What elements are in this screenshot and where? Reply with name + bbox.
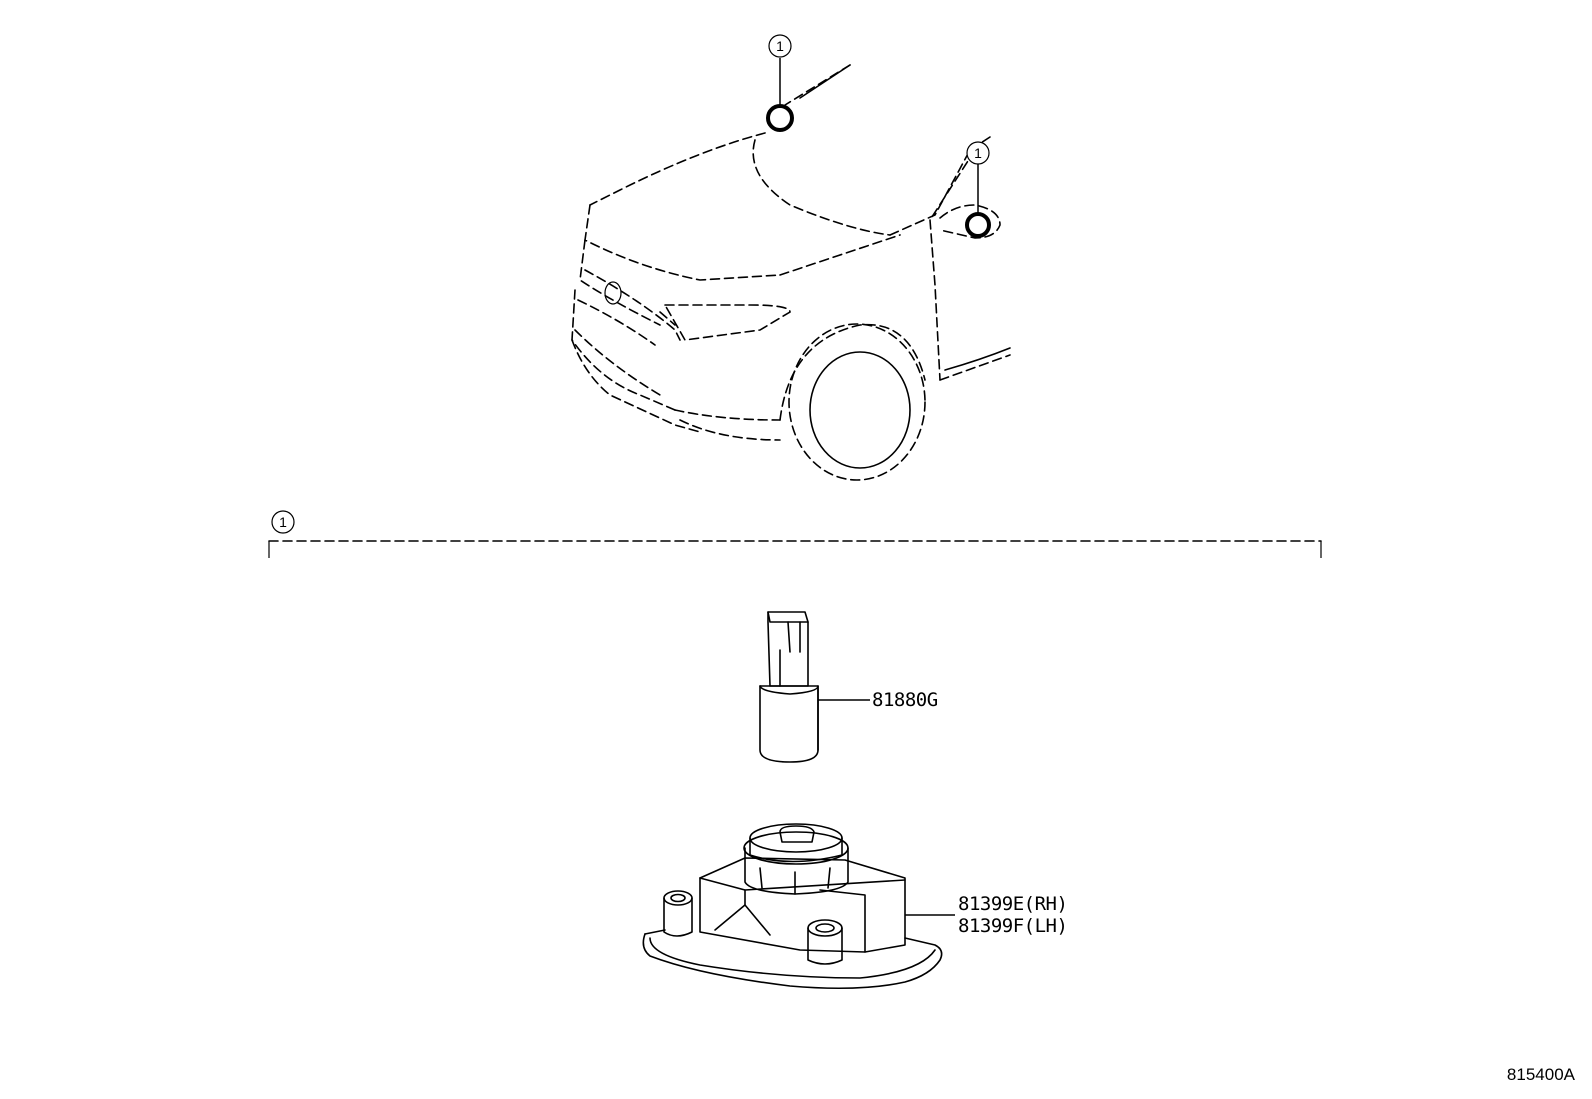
callout-lamp-left: 1 [766, 34, 794, 132]
socket-housing-illustration [642, 823, 955, 990]
socket-part-number-rh: 81399E(RH) [958, 893, 1067, 915]
callout-number-top-right: 1 [974, 145, 982, 161]
bulb-part-illustration [759, 611, 870, 763]
socket-part-number-lh: 81399F(LH) [958, 915, 1067, 937]
vehicle-front-illustration [571, 64, 1011, 481]
figure-id: 815400A [1507, 1065, 1576, 1084]
callout-lamp-right: 1 [965, 141, 991, 238]
bulb-part-number: 81880G [872, 689, 938, 711]
group-callout-number: 1 [279, 514, 287, 530]
callout-number-top-left: 1 [776, 38, 784, 54]
group-bracket: 1 [268, 510, 1322, 558]
